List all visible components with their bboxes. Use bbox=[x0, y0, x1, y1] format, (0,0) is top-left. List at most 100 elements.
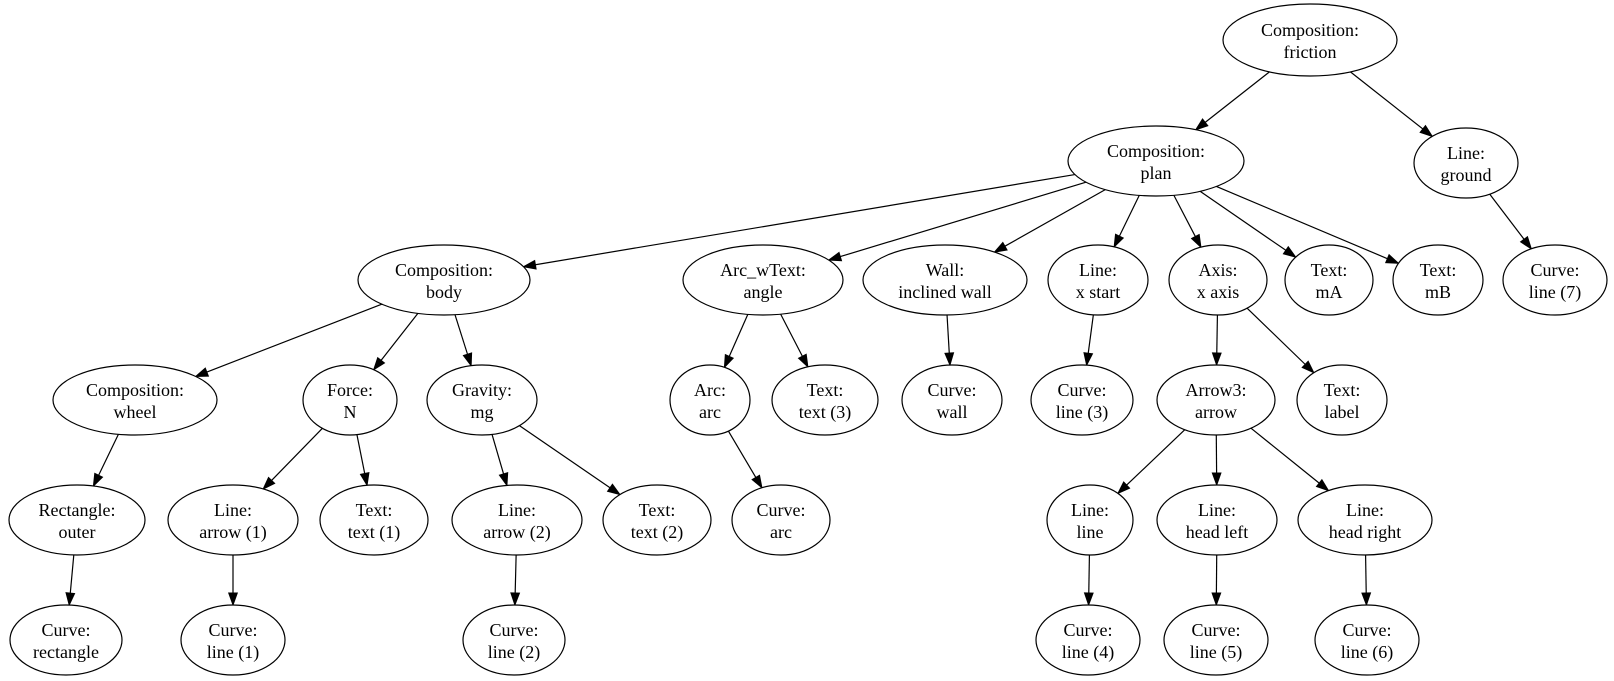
edge-angle-text3 bbox=[780, 313, 809, 369]
node-text1: Text:text (1) bbox=[319, 484, 429, 556]
arrowhead-icon bbox=[65, 592, 76, 607]
arrowhead-icon bbox=[1315, 478, 1330, 492]
edge-plan-mA bbox=[1199, 190, 1297, 258]
node-label: Gravity:mg bbox=[452, 380, 512, 422]
arrowhead-icon bbox=[944, 352, 955, 367]
edge-force_n-arrow1 bbox=[262, 427, 323, 491]
node-outer: Rectangle:outer bbox=[8, 484, 146, 556]
node-line2: Curve:line (2) bbox=[462, 604, 566, 676]
edge-x_axis-label bbox=[1246, 307, 1315, 374]
edge-plan-body bbox=[522, 173, 1075, 270]
node-label: Text:label bbox=[1324, 380, 1361, 422]
node-label: Line:head right bbox=[1329, 500, 1401, 542]
node-label: Force:N bbox=[327, 380, 373, 422]
arrowhead-icon bbox=[498, 472, 509, 487]
edge-line_node-line4 bbox=[1083, 554, 1094, 607]
node-mA: Text:mA bbox=[1284, 244, 1374, 316]
node-line5: Curve:line (5) bbox=[1163, 604, 1269, 676]
edge-gravity_mg-arrow2 bbox=[491, 434, 509, 487]
edge-arrow2-line2 bbox=[510, 554, 521, 607]
edge-plan-angle bbox=[827, 181, 1087, 262]
node-arrow2: Line:arrow (2) bbox=[451, 484, 583, 556]
node-x_axis: Axis:x axis bbox=[1168, 244, 1268, 316]
edge-plan-wall bbox=[993, 189, 1106, 253]
arrowhead-icon bbox=[993, 241, 1008, 253]
node-arrow3: Arrow3:arrow bbox=[1156, 364, 1276, 436]
node-head_left: Line:head left bbox=[1156, 484, 1278, 556]
node-label: Curve:arc bbox=[757, 500, 806, 542]
node-text3: Text:text (3) bbox=[771, 364, 879, 436]
node-label: Text:mB bbox=[1420, 260, 1457, 302]
edge-friction-ground bbox=[1350, 71, 1434, 138]
arrowhead-icon bbox=[606, 483, 622, 496]
node-arc: Arc:arc bbox=[669, 364, 751, 436]
node-mB: Text:mB bbox=[1392, 244, 1484, 316]
node-body: Composition:body bbox=[357, 244, 531, 316]
node-line7: Curve:line (7) bbox=[1502, 244, 1608, 316]
node-line1: Curve:line (1) bbox=[180, 604, 286, 676]
node-x_start: Line:x start bbox=[1047, 244, 1149, 316]
arrowhead-icon bbox=[262, 476, 276, 491]
node-label: Curve:wall bbox=[928, 380, 977, 422]
node-label: Text:text (3) bbox=[799, 380, 851, 423]
edge-x_start-line3 bbox=[1083, 314, 1094, 367]
edge-friction-plan bbox=[1194, 71, 1270, 131]
arrowhead-icon bbox=[1083, 592, 1094, 607]
node-label: Curve:line (4) bbox=[1062, 620, 1114, 663]
node-friction: Composition:friction bbox=[1222, 3, 1398, 77]
node-wall: Wall:inclined wall bbox=[862, 244, 1028, 316]
node-label: Composition:friction bbox=[1261, 20, 1359, 62]
node-angle: Arc_wText:angle bbox=[682, 244, 844, 316]
node-label: Text:text (2) bbox=[631, 500, 683, 543]
node-label: Curve:rectangle bbox=[33, 620, 99, 662]
edge-head_left-line5 bbox=[1211, 554, 1222, 607]
edge-arrow3-line_node bbox=[1116, 429, 1186, 495]
arrowhead-icon bbox=[1211, 472, 1222, 487]
node-label: Line:x start bbox=[1076, 260, 1121, 302]
edge-outer-rectangle bbox=[65, 554, 76, 607]
node-label: Text:text (1) bbox=[348, 500, 400, 543]
arrowhead-icon bbox=[1384, 253, 1400, 264]
node-arrow1: Line:arrow (1) bbox=[167, 484, 299, 556]
node-plan: Composition:plan bbox=[1067, 125, 1245, 197]
node-label: Composition:body bbox=[395, 260, 493, 302]
node-arc_curve: Curve:arc bbox=[731, 484, 831, 556]
arrowhead-icon bbox=[751, 474, 763, 490]
node-label: Line:arrow (1) bbox=[199, 500, 266, 543]
node-label: Line:ground bbox=[1441, 143, 1492, 185]
edge-arrow1-line1 bbox=[227, 555, 239, 607]
node-label: Curve:line (2) bbox=[488, 620, 540, 663]
arrowhead-icon bbox=[1113, 233, 1125, 249]
node-label: Line:arrow (2) bbox=[483, 500, 550, 543]
node-line4: Curve:line (4) bbox=[1035, 604, 1141, 676]
edge-ground-line7 bbox=[1489, 193, 1533, 251]
node-ground: Line:ground bbox=[1413, 127, 1519, 199]
edge-x_axis-arrow3 bbox=[1211, 314, 1222, 367]
arrowhead-icon bbox=[827, 251, 843, 262]
edge-arc-arc_curve bbox=[727, 430, 763, 490]
arrowhead-icon bbox=[723, 353, 735, 369]
edge-body-gravity_mg bbox=[454, 314, 473, 368]
node-label: Text:mA bbox=[1311, 260, 1348, 302]
node-label: Curve:line (6) bbox=[1341, 620, 1393, 663]
node-label: Arc_wText:angle bbox=[720, 260, 806, 302]
node-head_right: Line:head right bbox=[1297, 484, 1433, 556]
edge-angle-arc bbox=[723, 314, 749, 369]
arrowhead-icon bbox=[1519, 235, 1533, 251]
arrowhead-icon bbox=[522, 259, 537, 270]
node-label: Wall:inclined wall bbox=[898, 260, 991, 302]
edge-body-force_n bbox=[372, 312, 419, 371]
edge-arrow3-head_right bbox=[1250, 427, 1330, 492]
node-line_node: Line:line bbox=[1046, 484, 1134, 556]
edge-plan-mB bbox=[1216, 185, 1400, 264]
node-rectangle: Curve:rectangle bbox=[9, 604, 123, 676]
edge-wheel-outer bbox=[92, 434, 119, 488]
edge-force_n-text1 bbox=[356, 434, 370, 487]
arrowhead-icon bbox=[797, 353, 809, 369]
arrowhead-icon bbox=[359, 472, 370, 487]
arrowhead-icon bbox=[92, 472, 104, 488]
node-label: Curve:line (5) bbox=[1190, 620, 1242, 663]
node-label: Rectangle:outer bbox=[39, 500, 116, 542]
